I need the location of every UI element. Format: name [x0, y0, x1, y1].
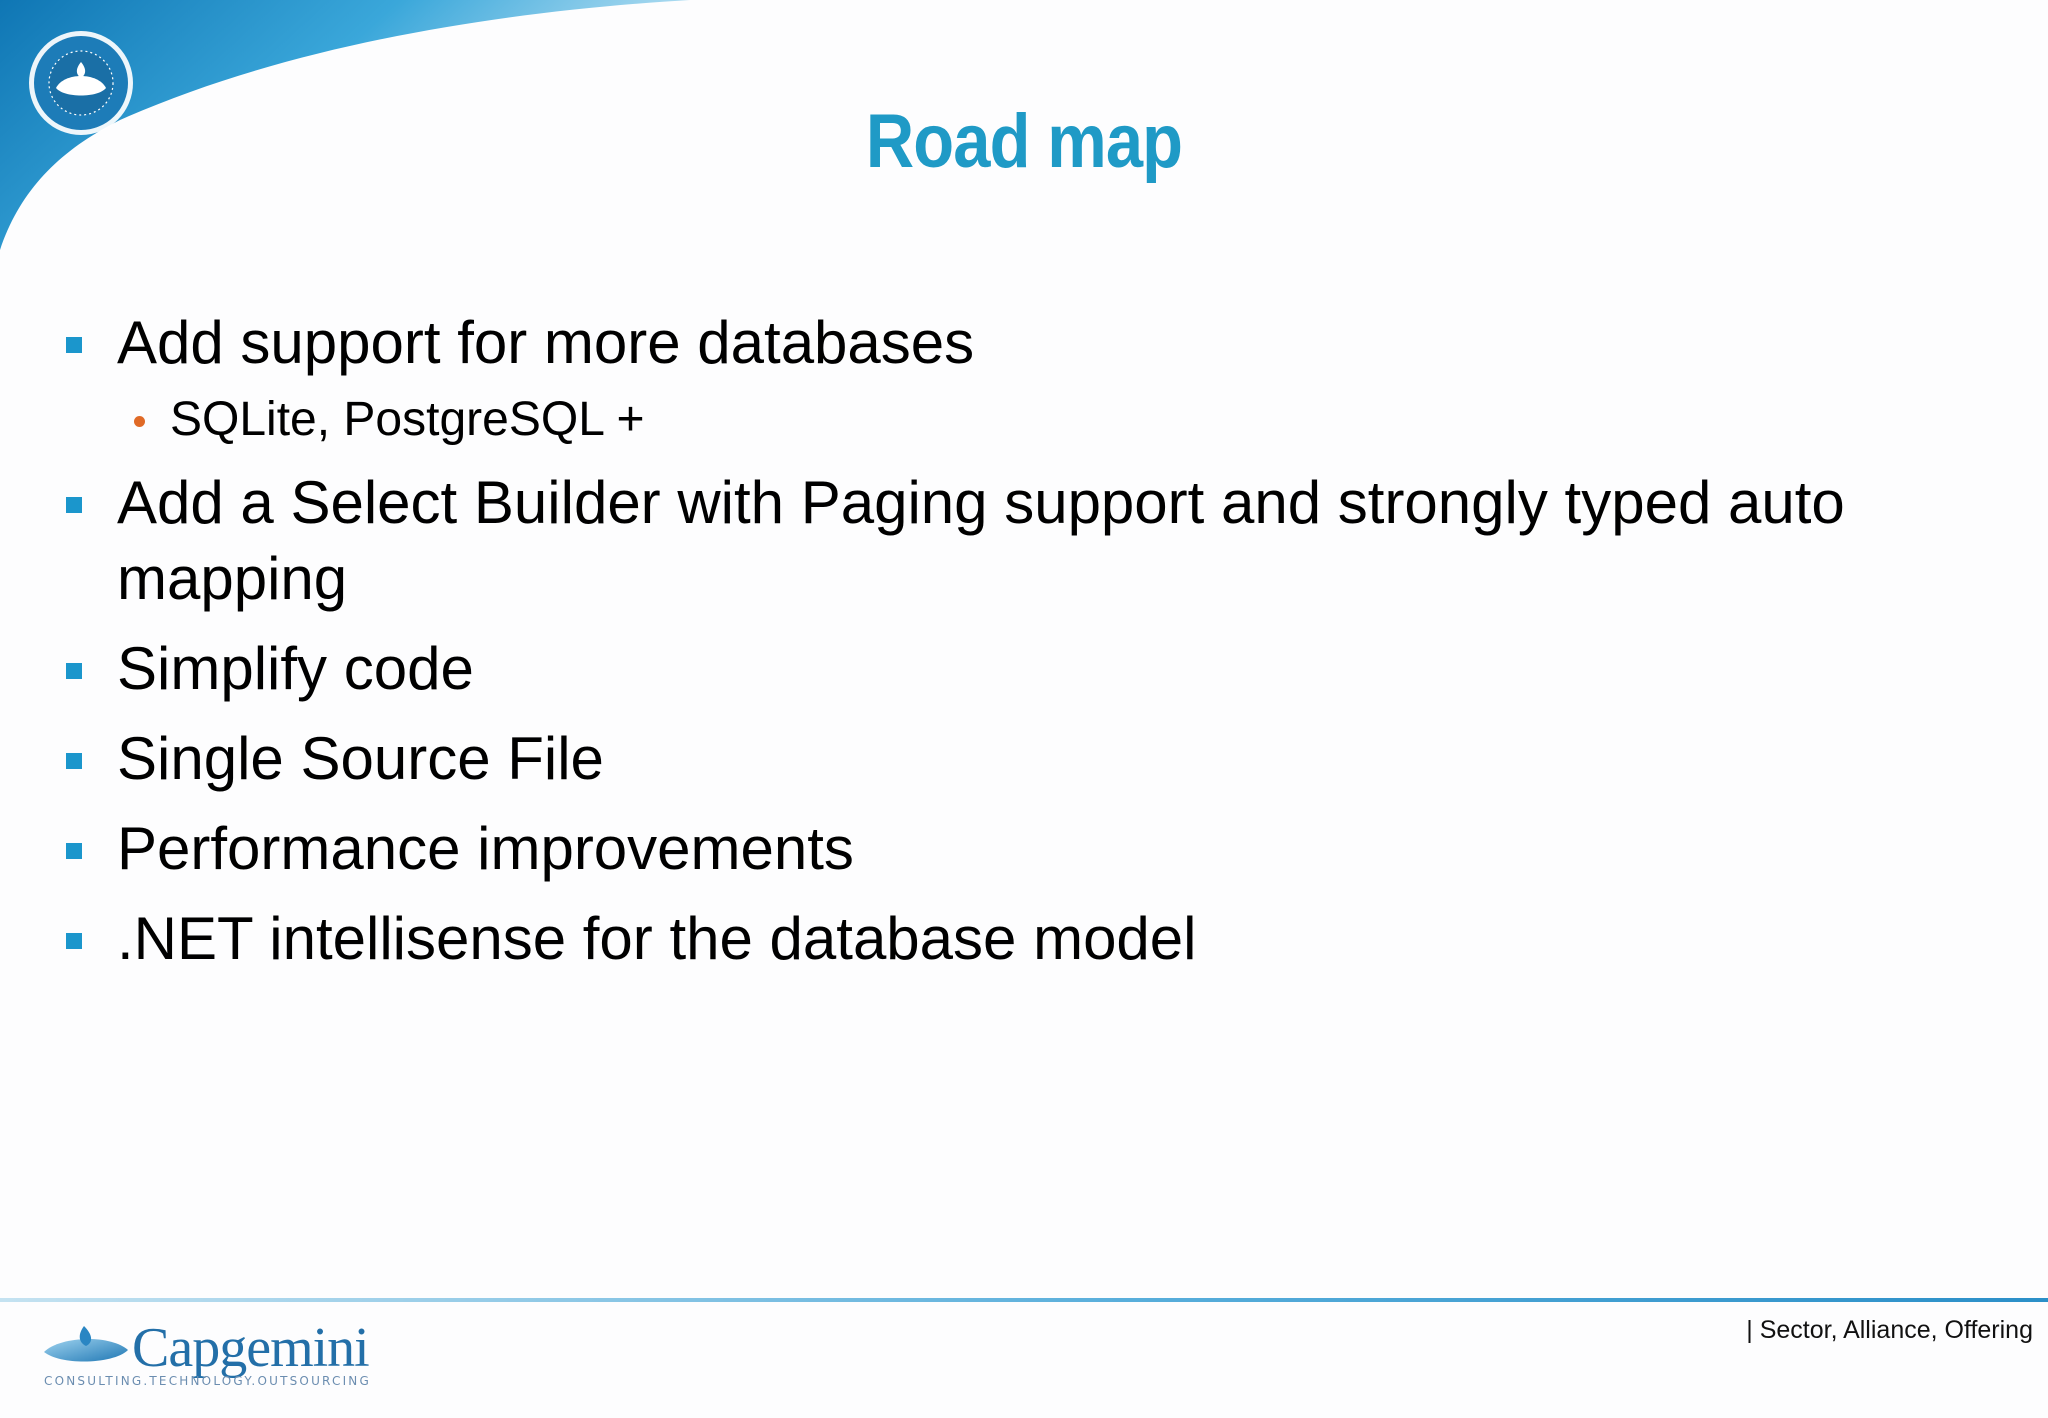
capgemini-spade-icon: [44, 1326, 128, 1362]
collaborative-business-seal-icon: [29, 31, 133, 135]
bullet-item: Performance improvements: [62, 811, 2012, 887]
footer-divider: [0, 1298, 2048, 1302]
footer-text: | Sector, Alliance, Offering: [1746, 1316, 2033, 1344]
sub-bullet-text: SQLite, PostgreSQL +: [170, 393, 645, 446]
bullet-item: Single Source File: [62, 721, 2012, 797]
logo-tagline: CONSULTING.TECHNOLOGY.OUTSOURCING: [44, 1374, 371, 1388]
bullet-item: .NET intellisense for the database model: [62, 901, 2012, 977]
sub-bullet-item: SQLite, PostgreSQL +: [62, 389, 2012, 451]
bullet-text: .NET intellisense for the database model: [117, 905, 1197, 972]
square-bullet-icon: [66, 663, 82, 679]
bullet-text: Add support for more databases: [117, 309, 975, 376]
logo-wordmark: Capgemini: [132, 1317, 370, 1379]
bullet-text: Add a Select Builder with Paging support…: [117, 469, 1845, 612]
bullet-text: Simplify code: [117, 635, 474, 702]
bullet-item: Simplify code: [62, 631, 2012, 707]
square-bullet-icon: [66, 337, 82, 353]
square-bullet-icon: [66, 933, 82, 949]
round-bullet-icon: [134, 416, 145, 427]
slide-title: Road map: [865, 99, 1183, 184]
square-bullet-icon: [66, 843, 82, 859]
bullet-item: Add a Select Builder with Paging support…: [62, 465, 2012, 617]
bullet-text: Single Source File: [117, 725, 604, 792]
capgemini-logo: Capgemini CONSULTING.TECHNOLOGY.OUTSOURC…: [40, 1316, 380, 1396]
square-bullet-icon: [66, 497, 82, 513]
bullet-list: Add support for more databases SQLite, P…: [62, 305, 2012, 991]
corner-swoosh-decoration: [0, 0, 690, 250]
square-bullet-icon: [66, 753, 82, 769]
bullet-item: Add support for more databases: [62, 305, 2012, 381]
bullet-text: Performance improvements: [117, 815, 854, 882]
